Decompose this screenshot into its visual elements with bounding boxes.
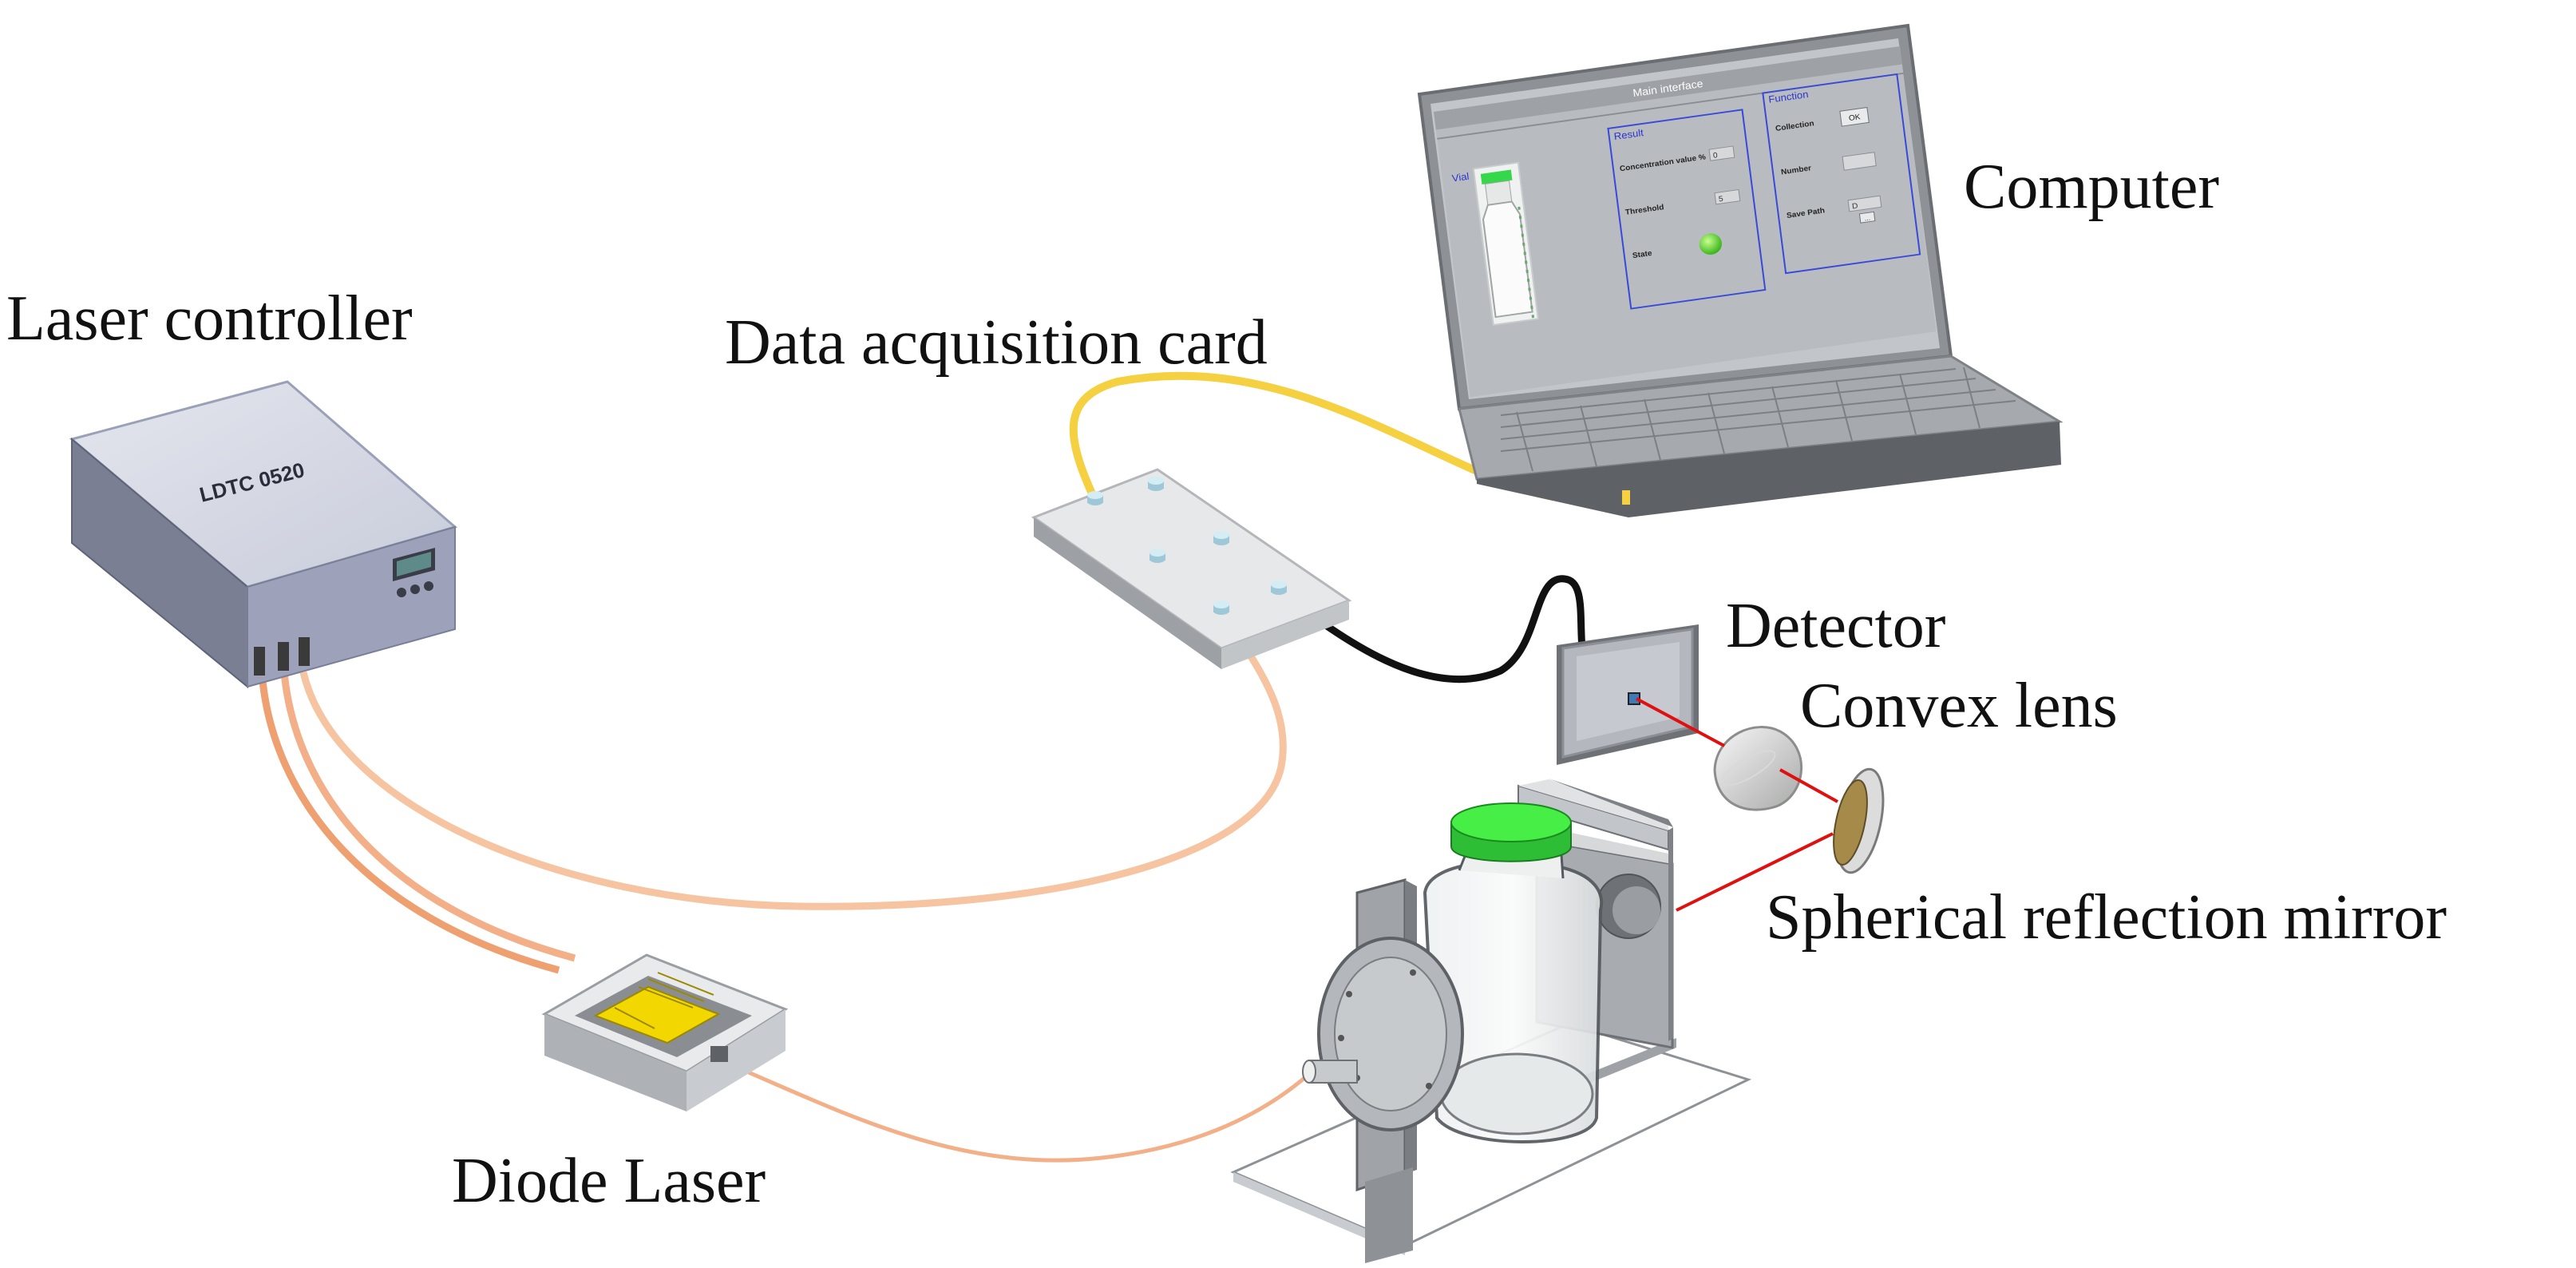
number-label: Number [1781, 164, 1812, 177]
terminal-post [1271, 581, 1287, 595]
laptop-computer: Main interface Vial Result Concentration… [1417, 23, 2064, 517]
threshold-value: 5 [1718, 195, 1723, 204]
state-led [1699, 233, 1722, 255]
label-computer: Computer [1964, 152, 2219, 222]
front-plate [1302, 878, 1464, 1263]
laser-controller: LDTC 0520 [69, 380, 458, 689]
concentration-field[interactable] [1708, 145, 1735, 161]
terminal-post [1087, 491, 1103, 505]
label-spherical-reflection-mirror: Spherical reflection mirror [1766, 882, 2447, 953]
fiber-port [299, 637, 310, 666]
browse-button[interactable] [1858, 211, 1876, 224]
terminal-post [1148, 477, 1164, 491]
label-detector: Detector [1726, 591, 1945, 661]
usb-port [1622, 490, 1630, 505]
fiber-port [254, 647, 265, 676]
vial-label: Vial [1451, 170, 1470, 184]
glass-vial [1423, 802, 1604, 1143]
state-label: State [1632, 249, 1652, 260]
terminal-post [1150, 549, 1165, 563]
function-title: Function [1768, 88, 1810, 105]
function-group [1762, 73, 1921, 275]
detector [1557, 624, 1699, 765]
ok-button-label: OK [1848, 113, 1861, 123]
save-path-field[interactable] [1847, 195, 1882, 212]
laser-beam [1636, 697, 1838, 912]
data-acquisition-card [1031, 468, 1352, 669]
diode-laser [541, 953, 789, 1111]
fiber-port [278, 642, 289, 671]
result-group [1607, 109, 1767, 310]
concentration-value: 0 [1712, 151, 1718, 160]
label-laser-controller: Laser controller [6, 283, 413, 354]
browse-button-label: ... [1864, 214, 1871, 223]
save-path-value: D [1851, 202, 1858, 212]
main-interface-screen: Main interface Vial Result Concentration… [1434, 46, 1937, 398]
label-diode-laser: Diode Laser [452, 1146, 766, 1216]
keyboard [1500, 367, 2016, 472]
label-convex-lens: Convex lens [1800, 671, 2118, 741]
ok-button[interactable] [1839, 106, 1870, 127]
controller-display [393, 548, 435, 597]
laser-input-port [1302, 1060, 1358, 1084]
signal-cable [1275, 575, 1589, 684]
terminal-post [1213, 531, 1229, 545]
threshold-field[interactable] [1714, 188, 1741, 205]
label-data-acquisition-card: Data acquisition card [725, 307, 1268, 378]
terminal-post [1213, 600, 1229, 615]
optical-fiber-cables [258, 607, 1311, 1163]
vial-image [1472, 161, 1539, 327]
convex-lens [1713, 726, 1802, 811]
spherical-reflection-mirror [1833, 767, 1885, 874]
number-field[interactable] [1842, 152, 1877, 171]
result-title: Result [1613, 126, 1644, 142]
